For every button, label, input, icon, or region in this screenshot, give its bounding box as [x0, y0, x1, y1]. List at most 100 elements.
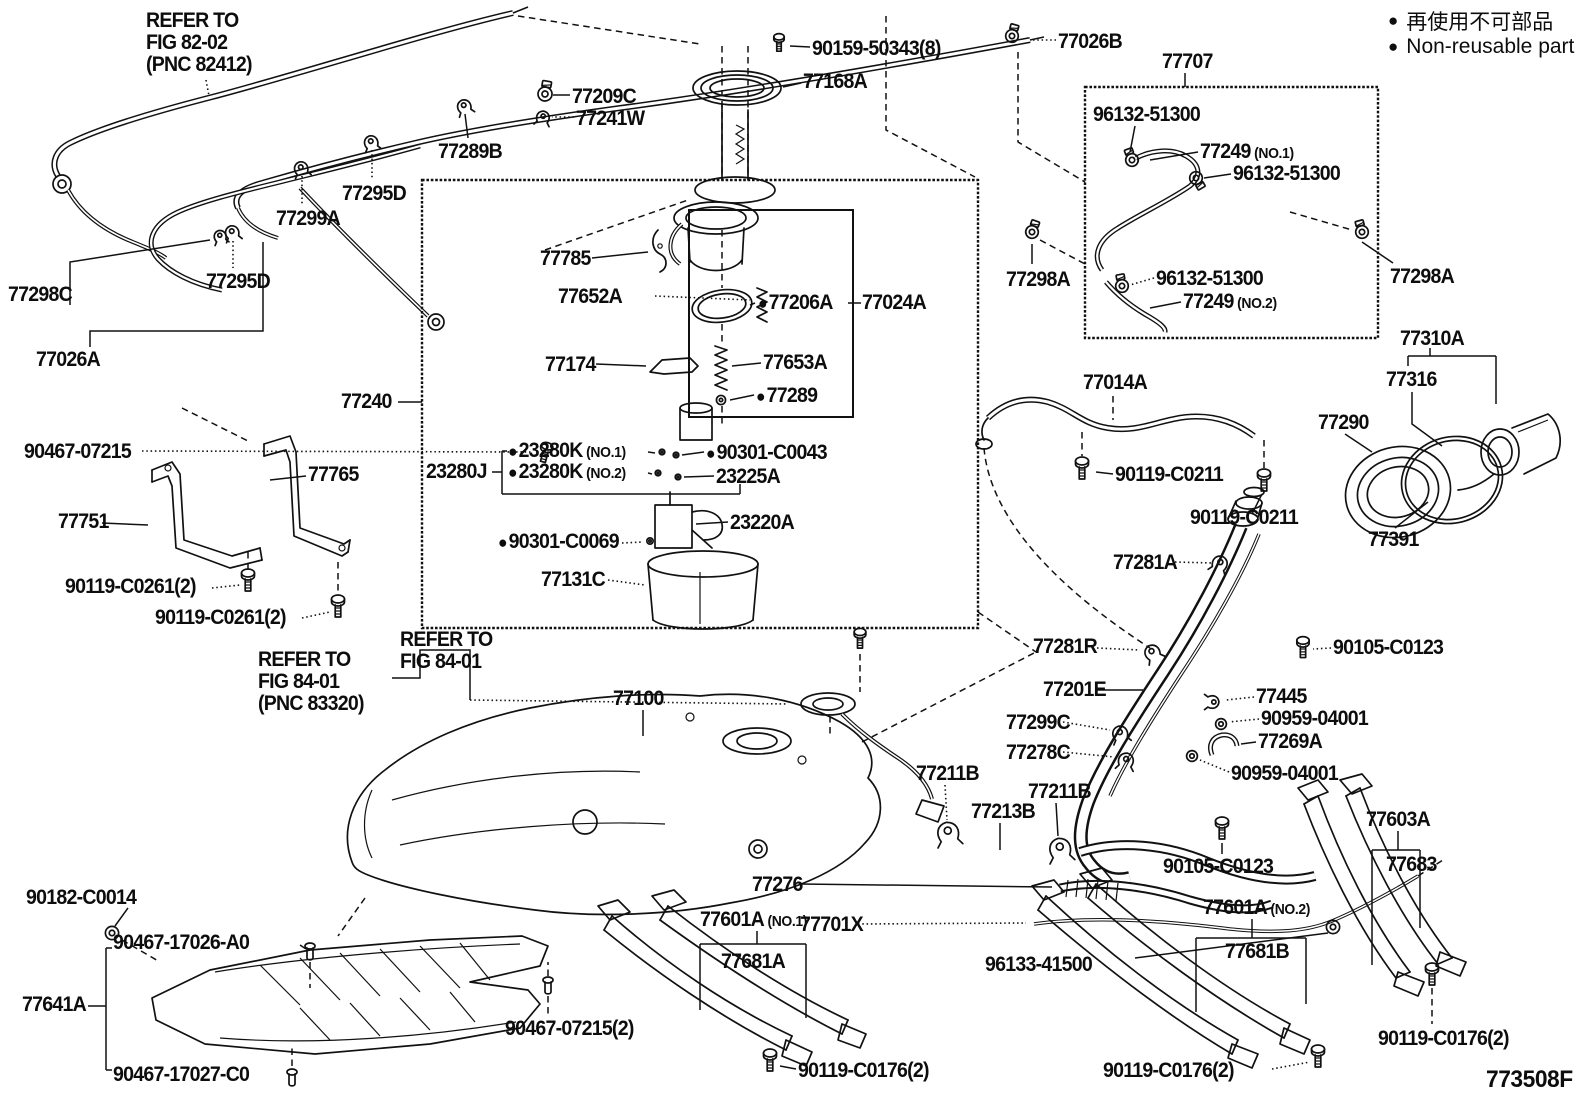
part-label-77310A: 77310A — [1400, 327, 1465, 350]
part-label-77785: 77785 — [540, 247, 591, 270]
part-label-90301-C0043: ●90301-C0043 — [706, 441, 828, 464]
part-label-77289: ●77289 — [756, 384, 818, 407]
part-label-90119-C0261-b: 90119-C0261(2) — [155, 606, 286, 629]
part-label-77249-no2: 77249 (NO.2) — [1183, 290, 1277, 313]
part-label-23280K-no2: ●23280K (NO.2) — [508, 460, 626, 483]
part-label-23225A: 23225A — [716, 465, 781, 488]
part-label-90119-C0176-c: 90119-C0176(2) — [1378, 1027, 1509, 1050]
part-label-90959-04001-b: 90959-04001 — [1231, 762, 1339, 785]
legend: ● 再使用不可部品 ● Non-reusable part — [1388, 8, 1574, 60]
part-label-77601A-no1: 77601A (NO.1) — [700, 908, 808, 931]
part-label-77278C: 77278C — [1006, 741, 1071, 764]
part-label-77026B: 77026B — [1058, 30, 1123, 53]
part-label-77174: 77174 — [545, 353, 596, 376]
part-label-90182-C0014: 90182-C0014 — [26, 886, 137, 909]
part-label-23280K-no1: ●23280K (NO.1) — [508, 439, 626, 462]
part-label-90119-C0176-a: 90119-C0176(2) — [798, 1059, 929, 1082]
part-label-90119-C0211-a: 90119-C0211 — [1115, 463, 1224, 486]
part-label-note-fig-84-01: REFER TO FIG 84-01 — [400, 628, 493, 673]
breather-tube-77014A — [976, 396, 1272, 514]
fuel-cap-77310A — [1458, 414, 1560, 490]
part-label-77168A: 77168A — [803, 70, 868, 93]
part-label-77681A: 77681A — [721, 950, 786, 973]
part-label-77276: 77276 — [752, 873, 803, 896]
part-label-77603A: 77603A — [1366, 808, 1431, 831]
skid-plate — [88, 908, 554, 1087]
fuel-pump-gasket-area — [693, 32, 810, 203]
sender-gauge-area — [392, 627, 944, 822]
part-label-77445: 77445 — [1256, 685, 1307, 708]
part-label-77249-no1: 77249 (NO.1) — [1200, 140, 1294, 163]
part-label-23280J: 23280J — [426, 460, 487, 483]
non-reusable-dot-icon: ● — [1388, 11, 1399, 30]
diagram-code: 773508F — [1486, 1066, 1573, 1093]
part-label-note-fig-82-02: REFER TO FIG 82-02 (PNC 82412) — [146, 9, 253, 76]
non-reusable-dot-icon: ● — [758, 294, 768, 313]
part-label-77026A: 77026A — [36, 348, 101, 371]
part-label-77707: 77707 — [1162, 50, 1213, 73]
part-label-77281R: 77281R — [1033, 635, 1098, 658]
part-label-90119-C0176-b: 90119-C0176(2) — [1103, 1059, 1234, 1082]
part-label-77683: 77683 — [1386, 853, 1437, 876]
part-label-90301-C0069: ●90301-C0069 — [498, 530, 620, 553]
filler-neck-gasket-77391 — [1392, 425, 1513, 534]
non-reusable-dot-icon: ● — [498, 533, 508, 552]
legend-label-jp: 再使用不可部品 — [1406, 11, 1554, 34]
non-reusable-dot-icon: ● — [1388, 37, 1399, 56]
non-reusable-dot-icon: ● — [756, 387, 766, 406]
part-label-96133-41500: 96133-41500 — [985, 953, 1093, 976]
part-label-77201E: 77201E — [1043, 678, 1107, 701]
part-label-90119-C0261-a: 90119-C0261(2) — [65, 575, 196, 598]
part-label-77652A: 77652A — [558, 285, 623, 308]
part-label-77299C: 77299C — [1006, 711, 1071, 734]
part-label-23220A: 23220A — [730, 511, 795, 534]
part-label-77131C: 77131C — [541, 568, 606, 591]
part-label-90467-17026-A0: 90467-17026-A0 — [113, 931, 250, 954]
part-label-77641A: 77641A — [22, 993, 87, 1016]
part-label-90105-C0123-a: 90105-C0123 — [1333, 636, 1444, 659]
filler-pipe-assembly — [1063, 348, 1560, 879]
part-label-77206A: ●77206A — [758, 291, 833, 314]
part-label-90467-07215-2: 90467-07215(2) — [505, 1017, 634, 1040]
part-label-77290: 77290 — [1318, 411, 1369, 434]
part-label-77295D-b: 77295D — [206, 270, 271, 293]
part-label-77289B: 77289B — [438, 140, 503, 163]
non-reusable-dot-icon: ● — [706, 444, 716, 463]
non-reusable-dot-icon: ● — [508, 442, 518, 461]
legend-row-jp: ● 再使用不可部品 — [1388, 8, 1574, 34]
part-label-90119-C0211-b: 90119-C0211 — [1190, 506, 1299, 529]
part-label-77241W: 77241W — [576, 107, 645, 130]
part-label-77269A: 77269A — [1258, 730, 1323, 753]
part-label-77601A-no2: 77601A (NO.2) — [1203, 896, 1311, 919]
part-label-77391: 77391 — [1368, 528, 1419, 551]
part-label-77240: 77240 — [341, 390, 392, 413]
part-label-77024A: 77024A — [862, 291, 927, 314]
part-label-77100: 77100 — [613, 687, 664, 710]
part-label-90467-17027-C0: 90467-17027-C0 — [113, 1063, 250, 1086]
part-label-96132-51300-c: 96132-51300 — [1156, 267, 1264, 290]
part-label-96132-51300-b: 96132-51300 — [1233, 162, 1341, 185]
part-label-77014A: 77014A — [1083, 371, 1148, 394]
part-label-77316: 77316 — [1386, 368, 1437, 391]
part-label-77298C: 77298C — [8, 283, 73, 306]
part-label-90959-04001-a: 90959-04001 — [1261, 707, 1369, 730]
legend-row-en: ● Non-reusable part — [1388, 34, 1574, 60]
tank-straps — [598, 774, 1466, 1072]
part-label-77681B: 77681B — [1225, 940, 1290, 963]
part-label-77701X: 77701X — [800, 913, 864, 936]
tank-band-brackets — [102, 408, 555, 618]
part-label-77298A-b: 77298A — [1390, 265, 1455, 288]
part-label-77209C: 77209C — [572, 85, 637, 108]
part-label-77298A-a: 77298A — [1006, 268, 1071, 291]
legend-label-en: Non-reusable part — [1406, 35, 1575, 58]
part-label-77765: 77765 — [308, 463, 359, 486]
part-label-77299A: 77299A — [276, 207, 341, 230]
vent-tube-assembly — [53, 7, 1056, 347]
part-label-77653A: 77653A — [763, 351, 828, 374]
part-label-77211B-a: 77211B — [916, 762, 980, 785]
part-label-90467-07215: 90467-07215 — [24, 440, 132, 463]
pump-module-box — [398, 180, 978, 629]
part-label-90105-C0123-b: 90105-C0123 — [1163, 855, 1274, 878]
part-label-77295D-a: 77295D — [342, 182, 407, 205]
